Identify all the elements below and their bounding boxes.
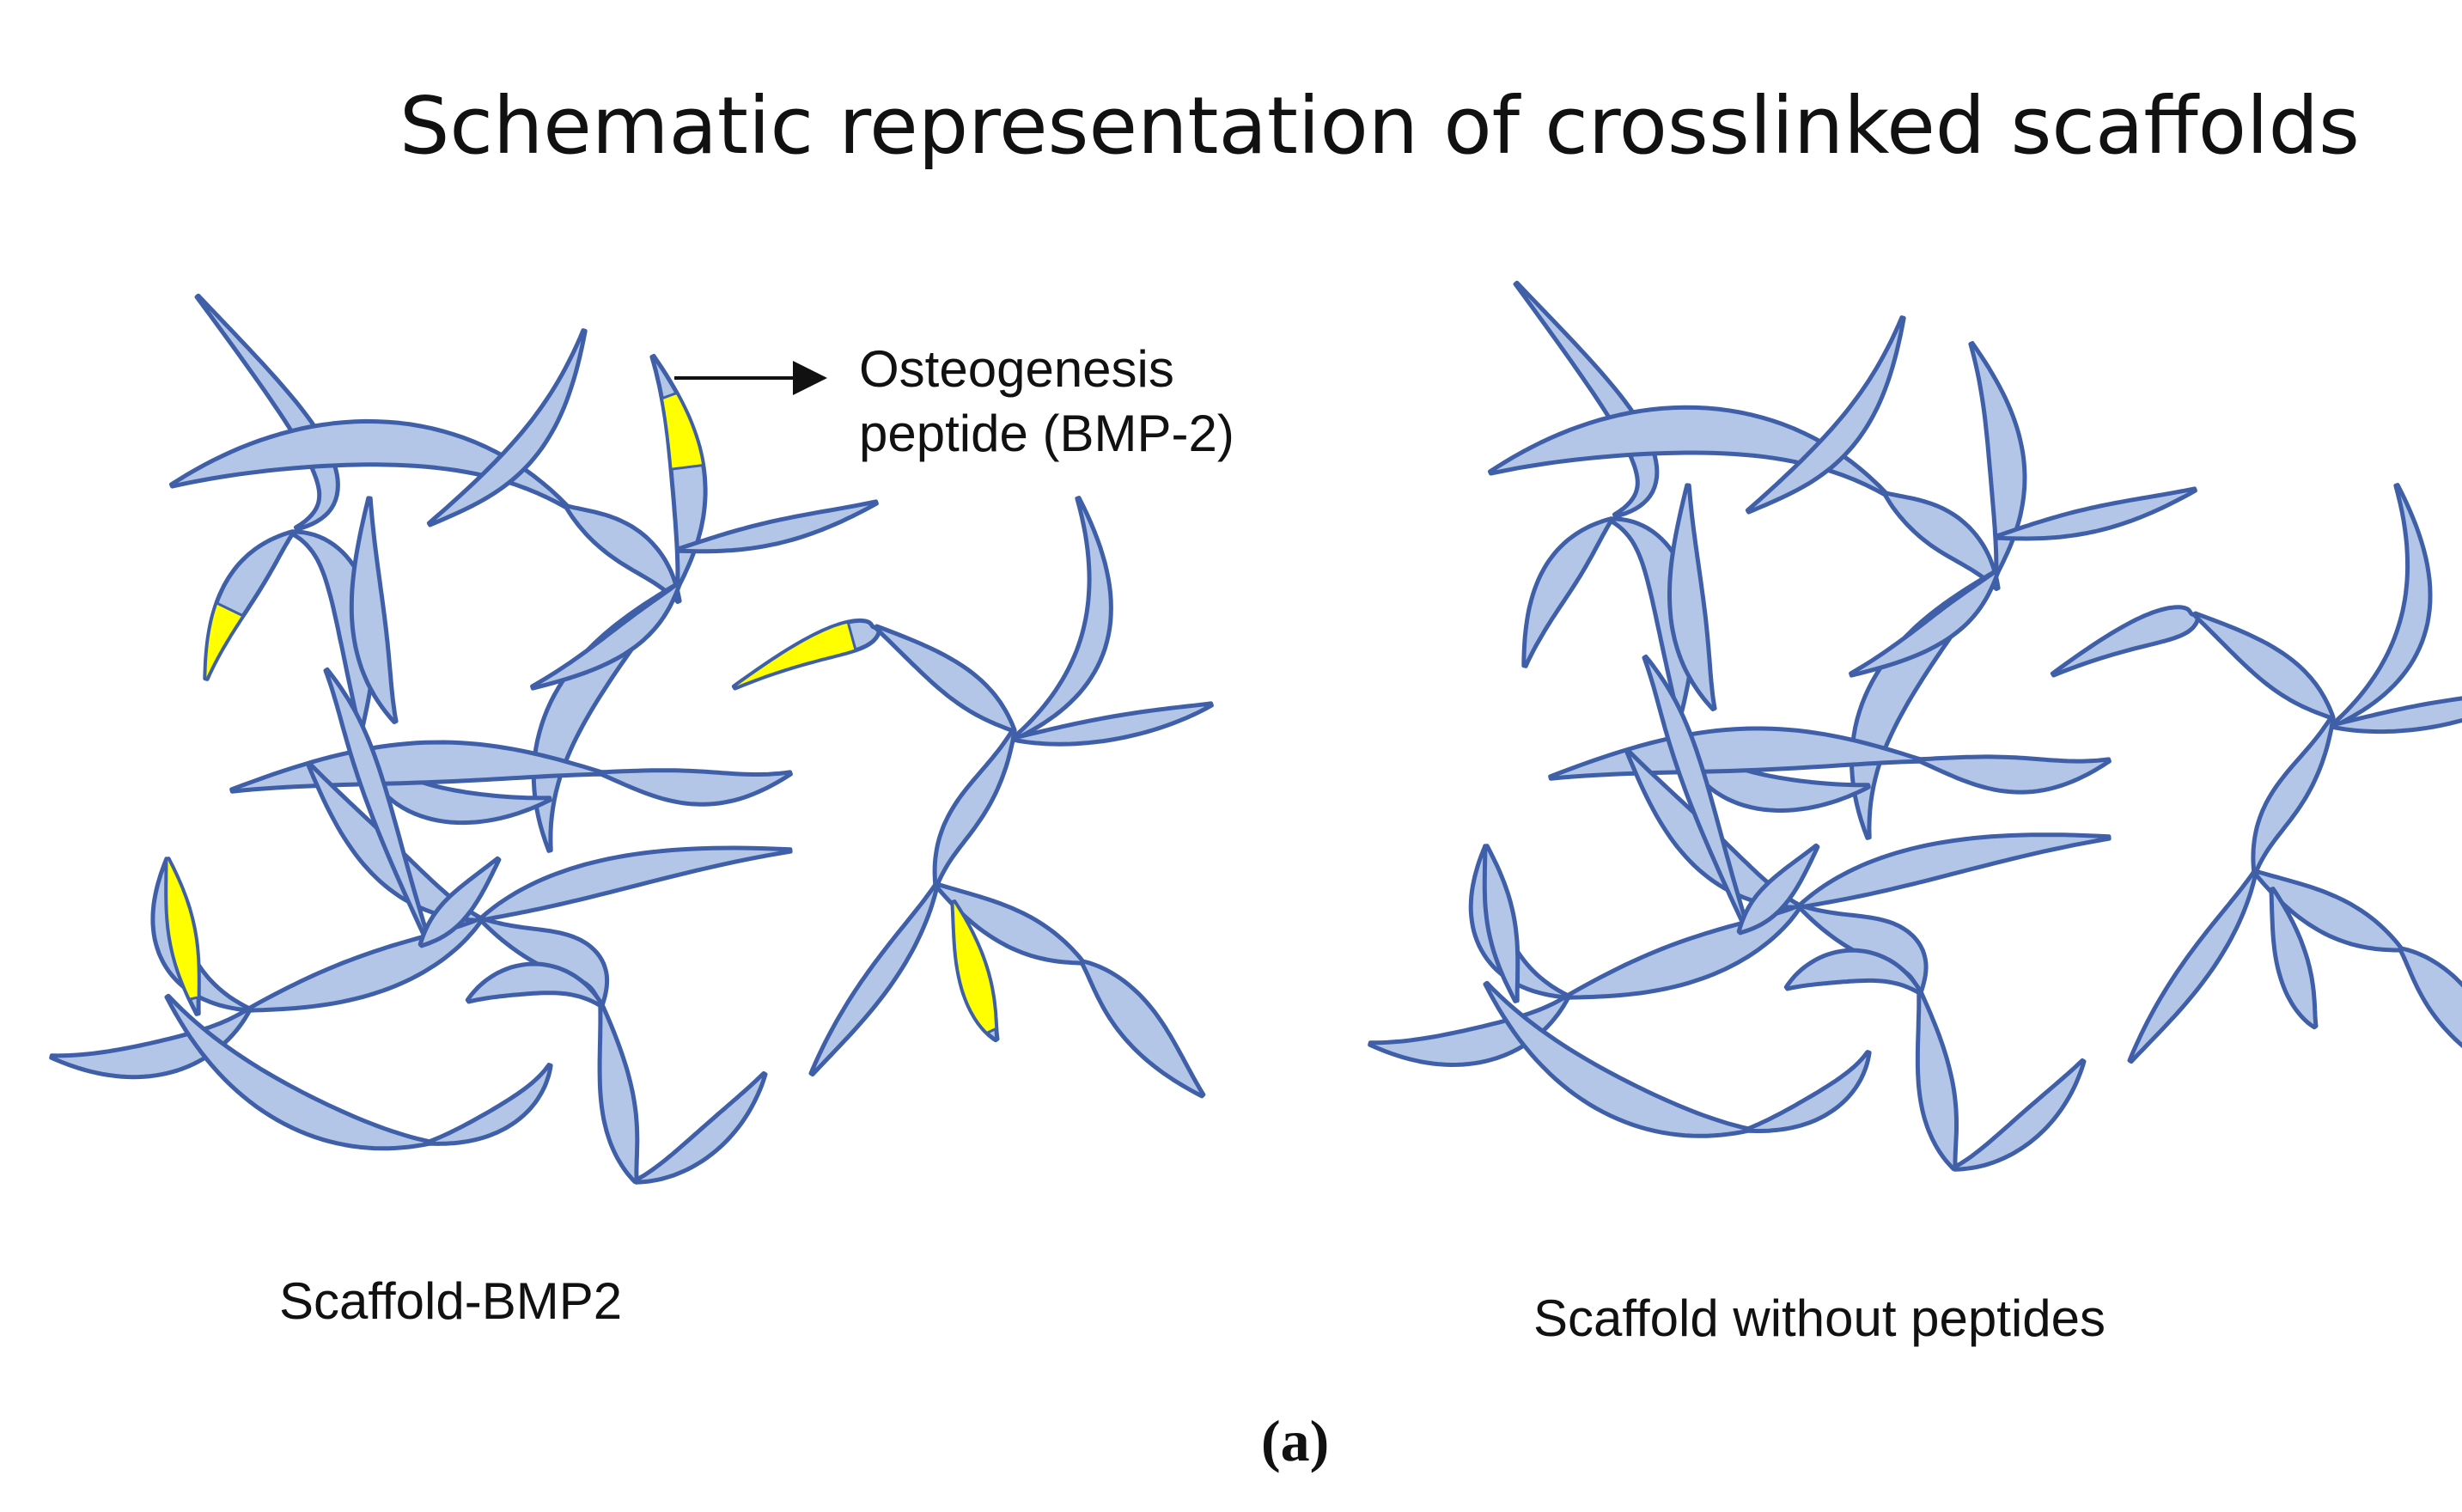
bmp2-scaffold-fiber-17 (1011, 701, 1214, 747)
plain-scaffold-fiber-18 (2127, 869, 2258, 1064)
bmp2-scaffold-fiber-14 (932, 728, 1017, 887)
plain-scaffold-fiber-36 (1667, 483, 1717, 711)
peptide-segment (660, 391, 705, 471)
peptide-segment (204, 601, 246, 681)
scaffold-no-peptide-network (1368, 280, 2462, 1172)
plain-scaffold-fiber-16 (2329, 483, 2433, 729)
bmp2-scaffold-fiber-13 (873, 624, 1017, 734)
plain-scaffold-fiber-26 (1482, 844, 1520, 1003)
plain-scaffold-fiber-8 (1521, 516, 1614, 668)
plain-scaffold-fiber-17 (2330, 696, 2462, 735)
peptide-segment (165, 857, 200, 1001)
plain-scaffold-fiber-6 (1995, 486, 2197, 541)
bmp2-scaffold-fiber-31 (597, 1003, 640, 1184)
peptide-segment (951, 899, 998, 1035)
bmp2-scaffold-fiber-18 (808, 882, 940, 1077)
annotation-line-2: peptide (BMP-2) (859, 405, 1234, 462)
panel-letter: (a) (1261, 1408, 1329, 1473)
bmp2-scaffold-fiber-11 (599, 768, 793, 807)
plain-scaffold-fiber-34 (1736, 843, 1820, 936)
plain-scaffold-fiber-2 (1882, 491, 2001, 591)
bmp2-scaffold-fiber-36 (349, 496, 399, 724)
plain-scaffold-fiber-13 (2191, 611, 2336, 721)
bmp2-scaffold-fiber-29 (427, 1063, 553, 1146)
bmp2-scaffold-fiber-6 (676, 499, 879, 554)
bmp2-scaffold-fiber-32 (633, 1070, 768, 1185)
bmp2-scaffold-fiber-22 (478, 845, 793, 923)
plain-scaffold-fiber-3 (1745, 315, 1906, 515)
plain-scaffold-fiber-14 (2251, 715, 2336, 875)
plain-scaffold-fiber-11 (1917, 754, 2112, 795)
plain-scaffold-fiber-22 (1797, 832, 2112, 910)
bmp2-scaffold-fiber-2 (564, 503, 682, 604)
plain-scaffold-fiber-28 (1483, 980, 1751, 1138)
plain-scaffold-fiber-12 (2050, 605, 2200, 678)
plain-scaffold-fiber-20 (2398, 946, 2462, 1049)
scaffold-bmp2-network (49, 293, 1214, 1185)
plain-scaffold-fiber-33 (1783, 948, 1923, 996)
bmp2-scaffold-fiber-16 (1010, 496, 1113, 742)
bmp2-scaffold-fiber-33 (465, 961, 605, 1009)
plain-scaffold-fiber-35 (1849, 568, 2001, 678)
right-panel-label: Scaffold without peptides (1533, 1289, 2105, 1347)
bmp2-scaffold-fiber-3 (426, 328, 588, 527)
annotation-line-1: Osteogenesis (859, 340, 1174, 398)
plain-scaffold-fiber-0 (1513, 280, 1660, 519)
bmp2-scaffold-fiber-35 (530, 581, 682, 691)
plain-scaffold-fiber-19 (2269, 887, 2319, 1030)
bmp2-scaffold-fiber-34 (417, 856, 502, 948)
plain-scaffold-fiber-29 (1746, 1050, 1872, 1133)
plain-scaffold-fiber-32 (1952, 1058, 2087, 1172)
left-panel-label: Scaffold-BMP2 (279, 1272, 622, 1330)
bmp2-scaffold-fiber-28 (164, 993, 432, 1151)
bmp2-scaffold-fiber-20 (1079, 959, 1206, 1099)
bmp2-scaffold-fiber-0 (194, 293, 340, 532)
plain-scaffold-fiber-31 (1915, 990, 1959, 1171)
peptide-segment (732, 620, 857, 690)
figure-title: Schematic representation of crosslinked … (399, 80, 2360, 172)
